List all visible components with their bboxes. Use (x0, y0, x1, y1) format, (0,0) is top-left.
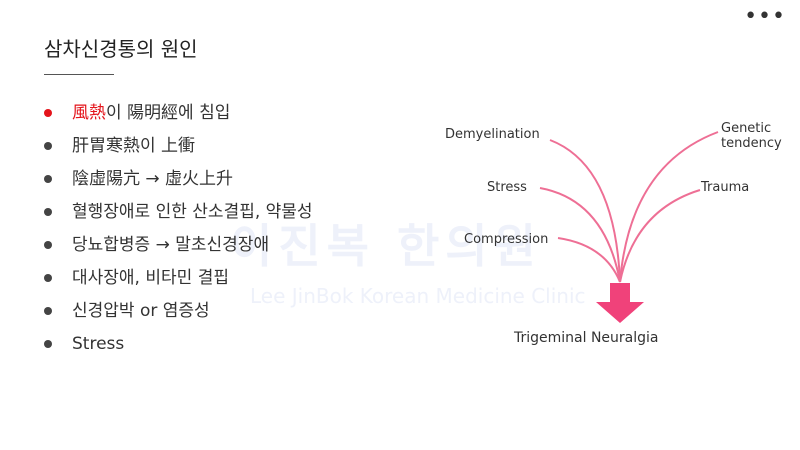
list-item: 당뇨합병증 → 말초신경장애 (44, 228, 313, 261)
bullet-text: 신경압박 or 염증성 (72, 300, 210, 321)
label-trigeminal-neuralgia: Trigeminal Neuralgia (513, 330, 659, 346)
curve-genetic-tendency (619, 131, 719, 283)
curve-stress (539, 187, 621, 283)
label-trauma: Trauma (700, 180, 749, 195)
down-arrow-icon (596, 283, 644, 323)
slide-title: 삼차신경통의 원인 (44, 37, 198, 61)
bullet-text: Stress (72, 333, 125, 354)
bullet-dot (44, 207, 52, 216)
bullet-dot (44, 108, 52, 117)
label-genetic: Genetic (721, 121, 771, 136)
causes-diagram: Demyelination Stress Compression Genetic… (445, 121, 782, 346)
bullet-dot (44, 273, 52, 282)
bullet-dot (44, 174, 52, 183)
bullet-dot (44, 141, 52, 150)
list-item: 대사장애, 비타민 결핍 (44, 261, 313, 294)
bullet-dot (44, 306, 52, 315)
label-stress: Stress (487, 180, 527, 195)
bullet-text: 대사장애, 비타민 결핍 (72, 267, 229, 288)
curve-demyelination (549, 139, 621, 283)
bullet-dot (44, 339, 52, 348)
curve-trauma (619, 189, 701, 283)
bullet-text: 肝胃寒熱이 上衝 (72, 135, 196, 156)
bullet-text: 혈행장애로 인한 산소결핍, 약물성 (72, 201, 313, 222)
bullet-text: 당뇨합병증 → 말초신경장애 (72, 234, 270, 255)
title-underline (44, 74, 114, 75)
list-item: 혈행장애로 인한 산소결핍, 약물성 (44, 195, 313, 228)
bullet-text: 이 陽明經에 침입 (106, 102, 231, 123)
bullet-dot (44, 240, 52, 249)
curve-compression (557, 237, 621, 283)
list-item: 신경압박 or 염증성 (44, 294, 313, 327)
label-compression: Compression (464, 232, 548, 247)
bullet-text: 陰虛陽亢 → 虛火上升 (72, 168, 234, 189)
label-demyelination: Demyelination (445, 127, 540, 142)
list-item: 陰虛陽亢 → 虛火上升 (44, 162, 313, 195)
list-item: 肝胃寒熱이 上衝 (44, 129, 313, 162)
more-options-icon[interactable]: ••• (744, 4, 786, 29)
label-tendency: tendency (721, 136, 782, 151)
bullet-accent-text: 風熱 (72, 102, 106, 123)
list-item: Stress (44, 327, 313, 360)
